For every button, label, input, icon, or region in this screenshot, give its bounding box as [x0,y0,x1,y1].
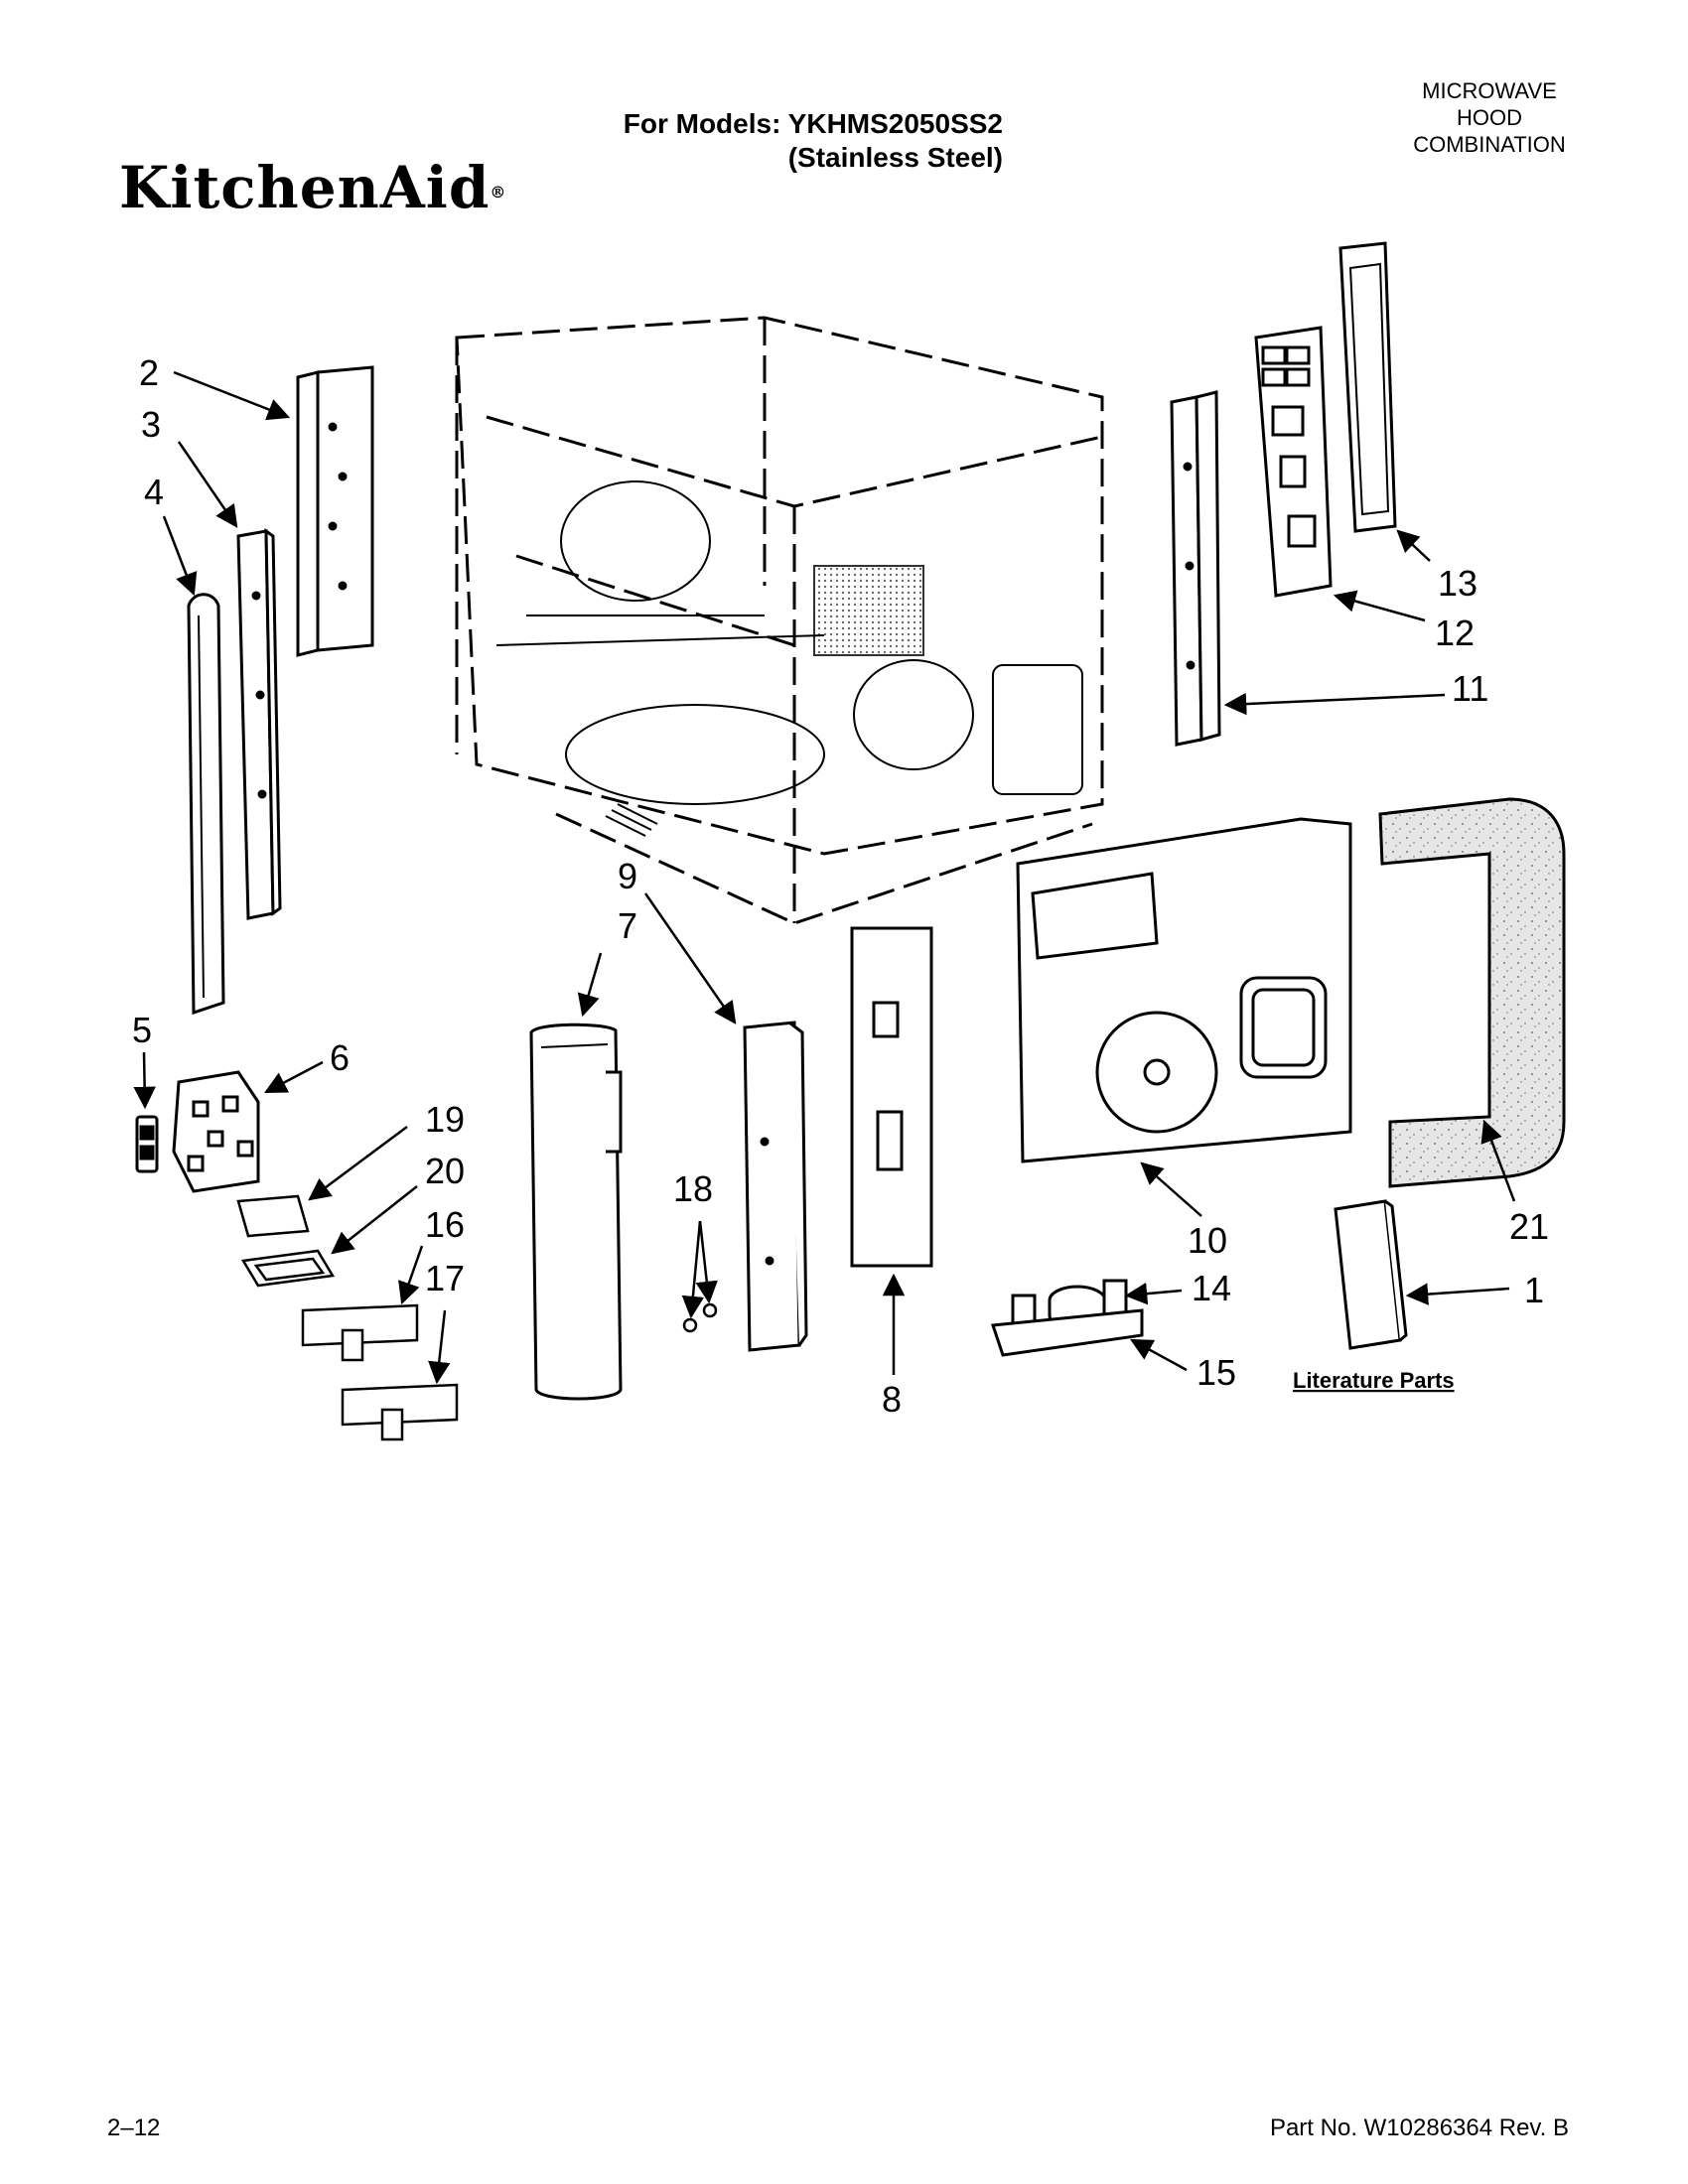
brand-registered-mark: ® [490,183,507,202]
part-17-bracket [341,1383,459,1441]
callout-18: 18 [673,1168,713,1209]
leader-lines [133,370,1516,1385]
product-line-2: HOOD [1457,105,1522,130]
part-13-board-housing [1338,241,1397,533]
part-2-side-bracket [296,365,374,657]
product-type: MICROWAVE HOOD COMBINATION [1370,77,1609,158]
part-9-control-panel [743,1021,808,1352]
part-12-control-board [1254,326,1333,598]
part-18-hardware [682,1302,718,1333]
part-10-base-plate [1016,817,1352,1163]
part-6-keypad-board [172,1070,260,1193]
callout-17: 17 [425,1258,465,1298]
callout-2: 2 [139,352,159,393]
callout-21: 21 [1509,1206,1549,1247]
part-number: Part No. W10286364 Rev. B [1269,2115,1569,2141]
callout-20: 20 [425,1151,465,1191]
finish-line: (Stainless Steel) [787,142,1003,173]
callout-7: 7 [618,905,637,946]
brand-logo: KitchenAid® [119,159,506,216]
callout-4: 4 [144,472,164,512]
callout-9: 9 [618,856,637,896]
part-7-door [529,1023,623,1401]
callout-10: 10 [1188,1220,1227,1261]
callout-12: 12 [1435,613,1475,653]
cabinet-vent [605,803,658,837]
callout-3: 3 [141,404,161,445]
callout-6: 6 [330,1037,350,1078]
part-15-motor-bracket [990,1308,1144,1357]
part-8-panel [850,926,933,1268]
callout-14: 14 [1192,1268,1231,1308]
part-20-frame [240,1249,336,1288]
callout-19: 19 [425,1099,465,1140]
callout-5: 5 [132,1010,152,1050]
callout-13: 13 [1438,563,1477,604]
literature-parts-label: Literature Parts [1293,1368,1455,1393]
callout-1: 1 [1524,1270,1544,1310]
page-number: 2–12 [107,2115,161,2141]
callout-numbers: 2 3 4 5 6 19 20 16 17 9 7 18 8 10 14 15 … [132,352,1549,1420]
part-3-side-panel [236,528,282,920]
model-info: For Models: YKHMS2050SS2 (Stainless Stee… [536,107,1003,175]
part-11-side-panel [1170,390,1221,747]
cabinet-chassis [455,316,1104,925]
part-5-switch [135,1115,159,1173]
part-1-literature-book [1334,1199,1408,1350]
callout-15: 15 [1196,1352,1236,1393]
part-19-overlay [236,1194,310,1238]
product-line-3: COMBINATION [1413,132,1566,157]
callout-16: 16 [425,1204,465,1245]
model-line: For Models: YKHMS2050SS2 [623,108,1003,139]
brand-name: KitchenAid [119,154,491,221]
cabinet-details [495,480,1083,805]
callout-11: 11 [1452,668,1488,709]
part-4-side-trim [187,593,225,1016]
part-16-bracket [301,1303,419,1362]
part-21-foam-duct [1378,797,1566,1188]
product-line-1: MICROWAVE [1422,78,1557,103]
callout-8: 8 [882,1379,902,1420]
